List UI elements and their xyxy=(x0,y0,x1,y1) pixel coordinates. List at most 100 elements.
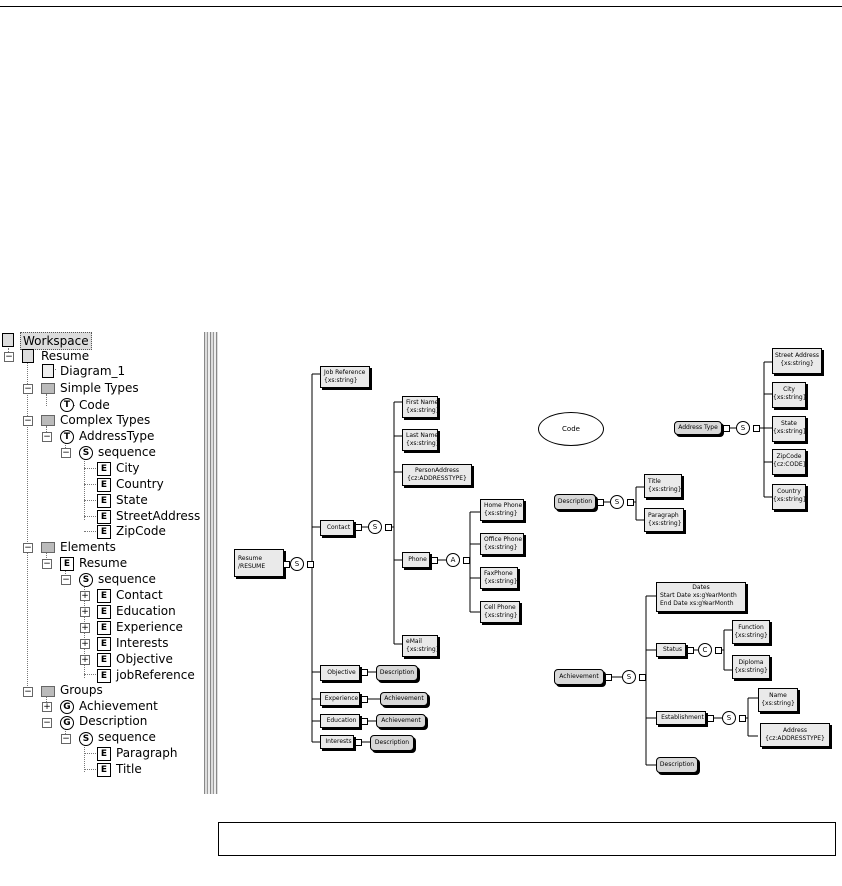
collapse-toggle-resume[interactable]: − xyxy=(4,352,14,362)
expand-toggle-achievement[interactable]: + xyxy=(42,702,52,712)
node-fax-phone[interactable]: FaxPhone {xs:string} xyxy=(480,567,518,589)
collapse-toggle-description[interactable]: − xyxy=(42,718,52,728)
node-experience[interactable]: Experience xyxy=(320,692,360,706)
collapse-handle[interactable] xyxy=(463,557,470,564)
tree-complex-types[interactable]: Complex Types xyxy=(60,413,151,427)
node-street-address[interactable]: Street Address {xs:string} xyxy=(772,348,822,374)
node-title[interactable]: Title {xs:string} xyxy=(644,474,682,498)
node-contact[interactable]: Contact xyxy=(320,520,354,536)
collapse-toggle-address-type[interactable]: − xyxy=(42,432,52,442)
node-function[interactable]: Function {xs:string} xyxy=(732,620,770,644)
node-country[interactable]: Country {xs:string} xyxy=(772,484,806,510)
tree-street-address[interactable]: StreetAddress xyxy=(116,509,201,523)
node-objective[interactable]: Objective xyxy=(320,665,360,681)
collapse-handle[interactable] xyxy=(283,561,290,568)
tree-interests[interactable]: Interests xyxy=(116,636,169,650)
expand-toggle-experience[interactable]: + xyxy=(80,623,90,633)
collapse-handle[interactable] xyxy=(687,647,694,654)
node-resume[interactable]: Resume /RESUME xyxy=(234,549,284,577)
node-interests-description-ref[interactable]: Description xyxy=(370,735,414,751)
node-zip-code[interactable]: ZipCode {cz:CODE} xyxy=(772,449,806,475)
panel-splitter[interactable] xyxy=(204,332,218,794)
node-achievement-description-ref[interactable]: Description xyxy=(656,757,698,773)
tree-diagram-1[interactable]: Diagram_1 xyxy=(60,364,126,378)
collapse-handle[interactable] xyxy=(739,715,746,722)
node-name[interactable]: Name {xs:string} xyxy=(758,688,798,712)
workspace-tree[interactable]: Workspace − Resume Diagram_1 − Simple Ty… xyxy=(0,332,200,792)
collapse-handle[interactable] xyxy=(723,425,730,432)
collapse-handle[interactable] xyxy=(355,739,362,746)
node-code-simple-type[interactable]: Code xyxy=(538,412,604,446)
node-last-name[interactable]: Last Name {xs:string} xyxy=(402,429,438,451)
node-home-phone[interactable]: Home Phone {xs:string} xyxy=(480,499,524,521)
collapse-handle[interactable] xyxy=(307,561,314,568)
collapse-toggle-sequence[interactable]: − xyxy=(61,448,71,458)
node-job-reference[interactable]: Job Reference {xs:string} xyxy=(320,366,370,388)
collapse-handle[interactable] xyxy=(431,557,438,564)
collapse-handle[interactable] xyxy=(707,715,714,722)
node-address-type[interactable]: Address Type xyxy=(674,421,722,435)
node-cell-phone[interactable]: Cell Phone {xs:string} xyxy=(480,601,520,623)
tree-simple-types[interactable]: Simple Types xyxy=(60,381,139,395)
tree-country[interactable]: Country xyxy=(116,477,164,491)
node-education[interactable]: Education xyxy=(320,714,360,728)
node-paragraph[interactable]: Paragraph {xs:string} xyxy=(644,508,684,532)
node-city[interactable]: City {xs:string} xyxy=(772,382,806,408)
tree-paragraph[interactable]: Paragraph xyxy=(116,746,178,760)
collapse-toggle-groups[interactable]: − xyxy=(23,687,33,697)
collapse-toggle-sequence[interactable]: − xyxy=(61,575,71,585)
tree-zip-code[interactable]: ZipCode xyxy=(116,524,166,538)
expand-toggle-education[interactable]: + xyxy=(80,607,90,617)
schema-diagram-canvas[interactable]: Resume /RESUME S Job Reference {xs:strin… xyxy=(220,332,842,794)
collapse-handle[interactable] xyxy=(627,499,634,506)
node-achievement-group[interactable]: Achievement xyxy=(554,669,604,685)
node-phone[interactable]: Phone xyxy=(402,552,430,568)
node-office-phone[interactable]: Office Phone {xs:string} xyxy=(480,533,524,555)
tree-address-type[interactable]: AddressType xyxy=(79,429,155,443)
node-establishment[interactable]: Establishment xyxy=(656,711,706,725)
collapse-handle[interactable] xyxy=(361,718,368,725)
expand-toggle-contact[interactable]: + xyxy=(80,591,90,601)
node-email[interactable]: eMail {xs:string} xyxy=(402,635,438,657)
node-experience-achievement-ref[interactable]: Achievement xyxy=(380,692,428,706)
tree-sequence[interactable]: sequence xyxy=(98,572,156,586)
tree-job-reference[interactable]: jobReference xyxy=(116,668,195,682)
node-person-address[interactable]: PersonAddress {cz:ADDRESSTYPE} xyxy=(402,464,472,486)
collapse-handle[interactable] xyxy=(605,674,612,681)
collapse-toggle-resume-element[interactable]: − xyxy=(42,559,52,569)
collapse-toggle-sequence[interactable]: − xyxy=(61,734,71,744)
expand-toggle-interests[interactable]: + xyxy=(80,639,90,649)
tree-code[interactable]: Code xyxy=(79,398,110,412)
tree-achievement[interactable]: Achievement xyxy=(79,699,158,713)
collapse-toggle-simple-types[interactable]: − xyxy=(23,384,33,394)
node-status[interactable]: Status xyxy=(656,643,686,657)
node-address[interactable]: Address {cz:ADDRESSTYPE} xyxy=(760,723,830,747)
node-diploma[interactable]: Diploma {xs:string} xyxy=(732,655,770,679)
tree-objective[interactable]: Objective xyxy=(116,652,173,666)
tree-title[interactable]: Title xyxy=(116,762,142,776)
tree-sequence[interactable]: sequence xyxy=(98,730,156,744)
tree-sequence[interactable]: sequence xyxy=(98,445,156,459)
expand-toggle-objective[interactable]: + xyxy=(80,655,90,665)
node-objective-description-ref[interactable]: Description xyxy=(376,665,418,681)
tree-contact[interactable]: Contact xyxy=(116,588,163,602)
collapse-handle[interactable] xyxy=(385,524,392,531)
tree-groups[interactable]: Groups xyxy=(60,683,103,697)
tree-experience[interactable]: Experience xyxy=(116,620,183,634)
tree-education[interactable]: Education xyxy=(116,604,176,618)
node-description-group[interactable]: Description xyxy=(554,494,596,510)
collapse-handle[interactable] xyxy=(639,674,646,681)
collapse-toggle-elements[interactable]: − xyxy=(23,543,33,553)
collapse-handle[interactable] xyxy=(597,499,604,506)
node-interests[interactable]: Interests xyxy=(320,735,354,749)
tree-elements[interactable]: Elements xyxy=(60,540,116,554)
tree-description[interactable]: Description xyxy=(79,714,148,728)
tree-workspace[interactable]: Workspace xyxy=(20,332,92,350)
tree-resume[interactable]: Resume xyxy=(41,349,90,363)
collapse-handle[interactable] xyxy=(355,524,362,531)
collapse-handle[interactable] xyxy=(361,696,368,703)
node-state[interactable]: State {xs:string} xyxy=(772,416,806,442)
collapse-handle[interactable] xyxy=(753,425,760,432)
tree-resume-element[interactable]: Resume xyxy=(79,556,128,570)
collapse-toggle-complex-types[interactable]: − xyxy=(23,416,33,426)
